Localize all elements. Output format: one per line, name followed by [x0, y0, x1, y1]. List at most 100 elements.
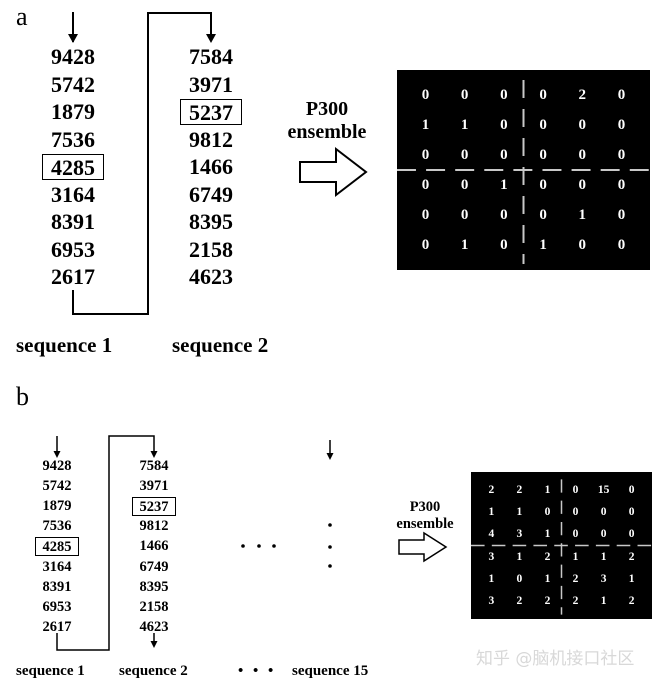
- sequence-number: 9428: [51, 44, 95, 69]
- matrix-cell: 0: [539, 87, 547, 103]
- matrix-cell: 1: [572, 550, 579, 563]
- vertical-ellipsis-dot: [328, 523, 332, 527]
- matrix-cell: 1: [500, 177, 508, 193]
- matrix-cell: 0: [421, 237, 430, 253]
- matrix-cell: 1: [544, 528, 551, 541]
- target-number-boxed: 4285: [35, 537, 79, 557]
- matrix-cell: 1: [539, 237, 547, 253]
- matrix-cell: 0: [628, 506, 635, 519]
- matrix-cell: 2: [544, 550, 551, 563]
- target-number-boxed: 5237: [132, 497, 176, 517]
- matrix-cell: 0: [578, 177, 587, 193]
- vertical-ellipsis-dot: [328, 545, 332, 549]
- ensemble-arrow-a: [299, 146, 368, 198]
- matrix-cell: 2: [544, 594, 551, 607]
- sequence-number: 8391: [51, 209, 95, 234]
- matrix-cell: 0: [628, 484, 635, 497]
- matrix-cell: 0: [617, 237, 626, 253]
- sequence-number: 6953: [51, 236, 95, 262]
- sequence-number: 1466: [139, 538, 169, 555]
- sequence-number: 7536: [42, 518, 72, 535]
- matrix-cell: 2: [628, 594, 635, 607]
- matrix-cell: 1: [544, 484, 551, 497]
- sequence-number: 4623: [189, 264, 233, 289]
- panel-b-label: b: [16, 382, 29, 411]
- matrix-cell: 2: [578, 87, 587, 103]
- horizontal-ellipsis-dot: [241, 544, 245, 548]
- matrix-cell: 0: [500, 87, 508, 103]
- matrix-cell: 0: [460, 147, 469, 163]
- matrix-cell: 0: [460, 207, 469, 223]
- sequence-number: 1879: [51, 99, 95, 124]
- ensemble-label-b-line1: P300: [409, 499, 441, 515]
- vertical-ellipsis-dot: [328, 564, 332, 568]
- matrix-cell: 0: [421, 87, 430, 103]
- matrix-cell: 15: [597, 484, 610, 497]
- sequence-2-label-a: sequence 2: [172, 333, 269, 357]
- matrix-cell: 0: [617, 87, 626, 103]
- sequence-number: 2617: [51, 264, 95, 289]
- sequence-connector-b: [56, 435, 155, 651]
- matrix-cell: 2: [572, 572, 579, 585]
- target-number-boxed: 5237: [180, 99, 242, 125]
- sequence-number: 2617: [42, 618, 72, 635]
- sequence-number: 7536: [51, 126, 95, 152]
- matrix-cell: 0: [500, 237, 508, 253]
- sequence-number: 3164: [42, 558, 72, 575]
- connector-arrowhead-b: [150, 451, 158, 458]
- sequence-number: 7584: [189, 44, 233, 69]
- sequence-number: 6749: [139, 558, 169, 575]
- matrix-cell: 2: [572, 594, 579, 607]
- entry-arrowhead-a: [68, 34, 78, 43]
- matrix-cell: 1: [488, 506, 495, 519]
- sequence-number: 8395: [189, 209, 233, 234]
- sequence-number: 6749: [189, 181, 233, 207]
- matrix-cell: 2: [628, 550, 635, 563]
- matrix-cell: 0: [516, 572, 523, 585]
- ensemble-arrow-b: [398, 531, 448, 563]
- matrix-cell: 0: [500, 147, 508, 163]
- entry-arrowhead-b: [53, 451, 61, 458]
- matrix-cell: 0: [460, 177, 469, 193]
- matrix-divider-lines: [471, 479, 652, 615]
- sequence-number: 2158: [139, 598, 169, 615]
- sequence-number: 8395: [139, 578, 169, 595]
- sequence-1-label-a: sequence 1: [16, 333, 113, 357]
- matrix-cell: 0: [460, 87, 469, 103]
- ellipsis-label-b: • • •: [238, 663, 277, 679]
- sequence-connector-a: [72, 12, 212, 315]
- matrix-cell: 1: [516, 506, 523, 519]
- matrix-cell: 0: [539, 207, 547, 223]
- sequence-1-label-b: sequence 1: [16, 663, 85, 679]
- ensemble-label-b: P300 ensemble: [380, 499, 470, 532]
- watermark: 知乎 @脑机接口社区: [476, 649, 635, 669]
- matrix-cell: 0: [544, 506, 551, 519]
- matrix-cell: 3: [600, 572, 607, 585]
- sequence-number: 1879: [42, 498, 72, 515]
- matrix-cell: 0: [421, 207, 430, 223]
- matrix-cell: 1: [600, 550, 607, 563]
- sequence-number: 3971: [139, 478, 169, 495]
- matrix-cell: 0: [539, 147, 547, 163]
- matrix-cell: 0: [617, 117, 626, 133]
- sequence-15-arrowhead: [326, 453, 334, 460]
- matrix-cell: 0: [617, 177, 626, 193]
- sequence-2-label-b: sequence 2: [119, 663, 188, 679]
- matrix-cell: 1: [628, 572, 635, 585]
- matrix-divider-lines: [397, 80, 650, 264]
- matrix-cell: 0: [578, 117, 587, 133]
- matrix-cell: 0: [600, 506, 607, 519]
- connector-arrowhead-a: [206, 34, 216, 43]
- panel-a-label: a: [16, 2, 28, 31]
- matrix-cell: 3: [488, 594, 495, 607]
- matrix-cell: 0: [572, 528, 579, 541]
- sequence-number: 3164: [51, 181, 95, 207]
- sequence-number: 9812: [139, 518, 169, 535]
- matrix-cell: 1: [460, 117, 469, 133]
- matrix-cell: 3: [488, 550, 495, 563]
- sequence-number: 5742: [51, 71, 95, 97]
- sequence-number: 7584: [139, 458, 169, 474]
- ensemble-label-a: P300 ensemble: [272, 98, 382, 144]
